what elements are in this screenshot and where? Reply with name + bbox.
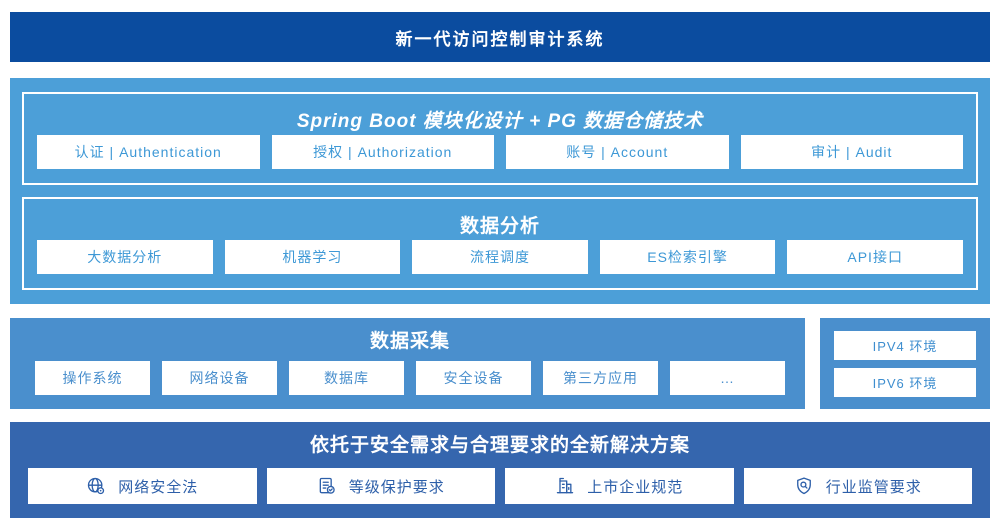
collection-box-network-device: 网络设备 — [162, 361, 277, 395]
module-box-account: 账号 | Account — [506, 135, 729, 169]
shield-search-icon — [794, 476, 814, 496]
solution-box-row: 网络安全法 等级保护要求 — [28, 468, 972, 504]
data-analysis-group: 数据分析 大数据分析 机器学习 流程调度 ES检索引擎 API接口 — [22, 197, 978, 290]
analysis-box-bigdata: 大数据分析 — [37, 240, 213, 274]
solution-box-label: 网络安全法 — [118, 478, 199, 496]
collection-box-thirdparty: 第三方应用 — [543, 361, 658, 395]
env-box-ipv6: IPV6 环境 — [834, 367, 976, 397]
solution-title: 依托于安全需求与合理要求的全新解决方案 — [309, 435, 690, 456]
env-box-ipv4: IPV4 环境 — [834, 330, 976, 360]
solution-box-label: 行业监管要求 — [825, 478, 922, 496]
data-analysis-box-row: 大数据分析 机器学习 流程调度 ES检索引擎 API接口 — [37, 240, 963, 274]
analysis-box-ml: 机器学习 — [224, 240, 401, 274]
collection-box-security-device: 安全设备 — [416, 361, 531, 395]
data-analysis-title: 数据分析 — [459, 216, 540, 237]
document-check-icon — [317, 476, 337, 496]
environment-panel: IPV4 环境 IPV6 环境 — [820, 318, 990, 409]
springboot-group: Spring Boot 模块化设计 + PG 数据仓储技术 认证 | Authe… — [22, 92, 978, 185]
collection-box-os: 操作系统 — [35, 361, 150, 395]
springboot-group-title: Spring Boot 模块化设计 + PG 数据仓储技术 — [296, 111, 704, 132]
top-banner: 新一代访问控制审计系统 — [10, 12, 990, 62]
analysis-box-es: ES检索引擎 — [599, 240, 776, 274]
springboot-box-row: 认证 | Authentication 授权 | Authorization 账… — [37, 135, 963, 169]
collection-box-database: 数据库 — [289, 361, 404, 395]
solution-section: 依托于安全需求与合理要求的全新解决方案 网络安全法 — [10, 422, 990, 518]
solution-box-industry-regulation: 行业监管要求 — [743, 468, 972, 504]
analysis-box-workflow: 流程调度 — [412, 240, 588, 274]
building-icon — [555, 476, 575, 496]
data-collection-section: 数据采集 操作系统 网络设备 数据库 安全设备 第三方应用 … — [10, 318, 805, 409]
page-title: 新一代访问控制审计系统 — [395, 29, 605, 49]
solution-box-label: 上市企业规范 — [587, 478, 684, 496]
solution-box-level-protection: 等级保护要求 — [266, 468, 495, 504]
analysis-box-api: API接口 — [787, 240, 963, 274]
platform-section: Spring Boot 模块化设计 + PG 数据仓储技术 认证 | Authe… — [10, 78, 990, 304]
solution-box-label: 等级保护要求 — [348, 478, 445, 496]
module-box-audit: 审计 | Audit — [740, 135, 963, 169]
solution-box-listed-company: 上市企业规范 — [505, 468, 734, 504]
module-box-authentication: 认证 | Authentication — [37, 135, 260, 169]
data-collection-title: 数据采集 — [369, 331, 450, 352]
module-box-authorization: 授权 | Authorization — [271, 135, 494, 169]
data-collection-box-row: 操作系统 网络设备 数据库 安全设备 第三方应用 … — [35, 361, 785, 395]
globe-icon — [86, 476, 106, 496]
collection-box-more: … — [670, 361, 785, 395]
solution-box-cybersecurity-law: 网络安全法 — [28, 468, 257, 504]
